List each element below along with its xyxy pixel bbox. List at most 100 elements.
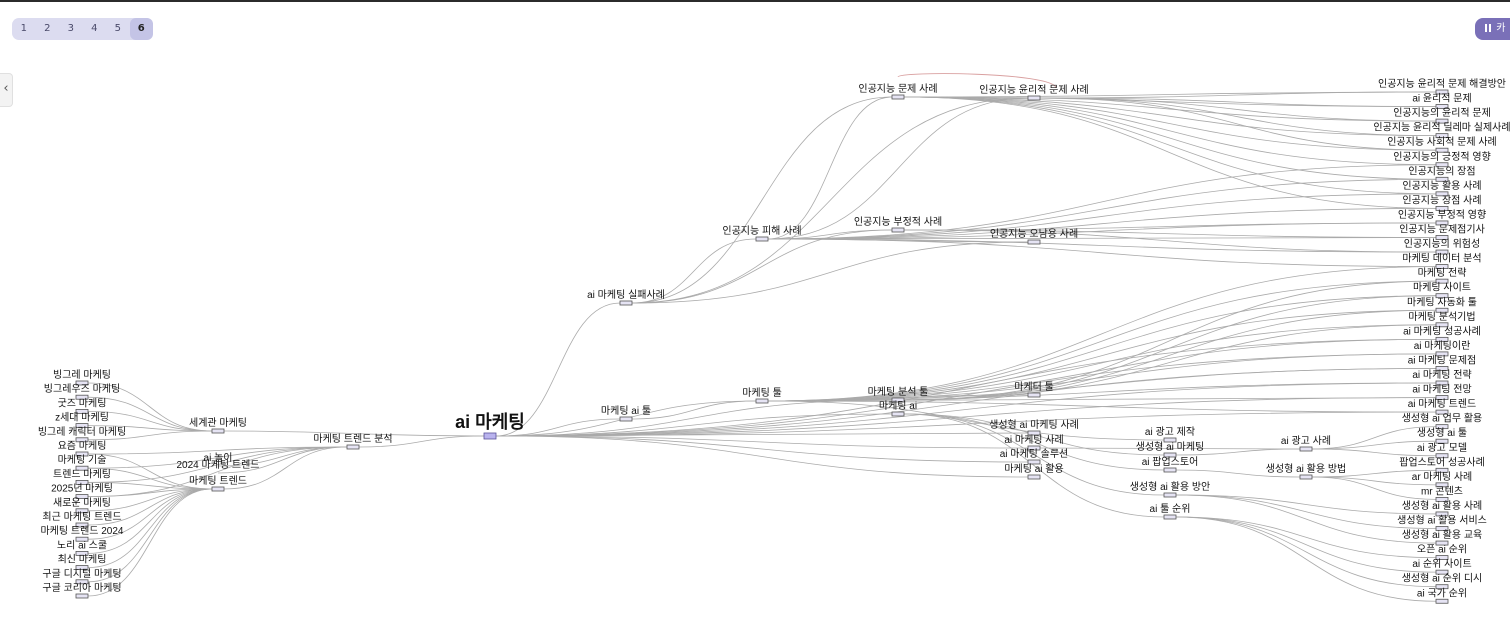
node-R34[interactable]: 생성형 ai 순위 디시 bbox=[1402, 572, 1483, 590]
node-R28[interactable]: mr 콘텐츠 bbox=[1421, 485, 1463, 502]
node-mk_tool[interactable]: 마케팅 툴 bbox=[742, 387, 782, 404]
node-label: 마케팅 ai 툴 bbox=[601, 405, 651, 417]
node-ai_play[interactable]: ai 놀이 bbox=[204, 452, 233, 464]
node-R11[interactable]: 인공지능의 위험성 bbox=[1404, 237, 1480, 255]
node-label: 인공지능 부정적 영향 bbox=[1398, 209, 1486, 221]
link-ethics-R2 bbox=[1039, 97, 1437, 122]
page-5-button[interactable]: 5 bbox=[114, 23, 121, 34]
node-R5[interactable]: 인공지능의 긍정적 영향 bbox=[1393, 151, 1491, 168]
node-R14[interactable]: 마케팅 사이트 bbox=[1413, 282, 1471, 299]
node-gen_plan[interactable]: 생성형 ai 활용 방안 bbox=[1130, 480, 1211, 498]
node-ethics[interactable]: 인공지능 윤리적 문제 사례 bbox=[979, 84, 1089, 101]
node-L15[interactable]: 구글 코리아 마케팅 bbox=[42, 582, 122, 599]
link-L14-mk_trend bbox=[87, 488, 213, 583]
node-L0[interactable]: 빙그레 마케팅 bbox=[53, 369, 111, 386]
node-ai_use[interactable]: 마케팅 ai 활용 bbox=[1004, 462, 1064, 480]
node-R30[interactable]: 생성형 ai 활용 서비스 bbox=[1397, 514, 1487, 531]
node-L11[interactable]: 마케팅 트렌드 2024 bbox=[40, 525, 124, 542]
collapse-panel-button[interactable]: ‹ bbox=[0, 73, 13, 107]
node-R12[interactable]: 마케팅 데이터 분석 bbox=[1402, 253, 1482, 270]
node-R19[interactable]: ai 마케팅 문제점 bbox=[1408, 354, 1477, 371]
node-R6[interactable]: 인공지능의 장점 bbox=[1408, 165, 1476, 182]
node-ai_case[interactable]: ai 마케팅 사례 bbox=[1004, 434, 1064, 451]
node-marker bbox=[75, 508, 89, 514]
node-R3[interactable]: 인공지능 윤리적 딜레마 실제사례 bbox=[1373, 122, 1510, 139]
node-tool_rank[interactable]: ai 툴 순위 bbox=[1150, 502, 1191, 520]
link-mk_ai-popup bbox=[903, 413, 1165, 471]
node-R33[interactable]: ai 순위 사이트 bbox=[1412, 557, 1472, 575]
node-gen_case[interactable]: 생성형 ai 마케팅 사례 bbox=[989, 419, 1079, 436]
node-worldview[interactable]: 세계관 마케팅 bbox=[189, 417, 247, 434]
page-4-button[interactable]: 4 bbox=[91, 23, 98, 34]
node-mk_analysis_tool[interactable]: 마케팅 분석 툴 bbox=[868, 386, 929, 403]
root-node[interactable]: ai 마케팅 bbox=[455, 412, 525, 440]
node-R21[interactable]: ai 마케팅 전망 bbox=[1412, 384, 1472, 400]
node-R31[interactable]: 생성형 ai 활용 교육 bbox=[1402, 528, 1483, 546]
node-R1[interactable]: ai 윤리적 문제 bbox=[1412, 93, 1472, 109]
node-marker bbox=[1435, 118, 1449, 124]
node-mk_ai_tool[interactable]: 마케팅 ai 툴 bbox=[601, 405, 651, 422]
node-L7[interactable]: 트렌드 마케팅 bbox=[53, 468, 111, 485]
node-R23[interactable]: 생성형 ai 업무 활용 bbox=[1402, 412, 1483, 430]
node-R26[interactable]: 팝업스토어 성공사례 bbox=[1399, 455, 1485, 473]
node-mk_trend[interactable]: 마케팅 트렌드 bbox=[189, 475, 247, 492]
link-problem-R1 bbox=[903, 96, 1437, 107]
node-L8[interactable]: 2025년 마케팅 bbox=[51, 483, 113, 500]
node-damage[interactable]: 인공지능 피해 사례 bbox=[722, 224, 802, 242]
page-6-button[interactable]: 6 bbox=[129, 18, 153, 40]
node-L13[interactable]: 최신 마케팅 bbox=[58, 554, 107, 570]
node-R13[interactable]: 마케팅 전략 bbox=[1418, 267, 1467, 284]
node-marketer_tool[interactable]: 마케터 툴 bbox=[1014, 381, 1054, 398]
node-L12[interactable]: 노리 ai 스쿨 bbox=[57, 539, 107, 556]
node-R9[interactable]: 인공지능 부정적 영향 bbox=[1398, 209, 1486, 226]
node-L1[interactable]: 빙그레우즈 마케팅 bbox=[44, 383, 120, 400]
node-R20[interactable]: ai 마케팅 전략 bbox=[1412, 369, 1472, 386]
node-gen_method[interactable]: 생성형 ai 활용 방법 bbox=[1266, 462, 1347, 480]
chevron-left-icon: ‹ bbox=[3, 81, 9, 96]
node-L14[interactable]: 구글 디지털 마케팅 bbox=[42, 568, 122, 585]
node-R7[interactable]: 인공지능 활용 사례 bbox=[1402, 179, 1482, 197]
node-gen_mk[interactable]: 생성형 ai 마케팅 bbox=[1136, 441, 1205, 458]
node-L6[interactable]: 마케팅 기술 bbox=[58, 454, 107, 471]
node-R25[interactable]: ai 광고 모델 bbox=[1417, 442, 1467, 459]
node-L10[interactable]: 최근 마케팅 트렌드 bbox=[42, 511, 122, 528]
node-popup[interactable]: ai 팝업스토어 bbox=[1142, 455, 1199, 473]
node-L4[interactable]: 빙그레 캐릭터 마케팅 bbox=[38, 426, 126, 443]
node-R35[interactable]: ai 국가 순위 bbox=[1417, 586, 1467, 604]
node-R24[interactable]: 생성형 ai 툴 bbox=[1417, 427, 1467, 444]
node-R2[interactable]: 인공지능의 윤리적 문제 bbox=[1393, 107, 1491, 124]
node-misuse[interactable]: 인공지능 오남용 사례 bbox=[990, 228, 1078, 245]
page-1-button[interactable]: 1 bbox=[20, 23, 27, 34]
node-trend_analysis[interactable]: 마케팅 트렌드 분석 bbox=[313, 433, 393, 450]
node-mk_ai[interactable]: 마케팅 ai bbox=[879, 400, 917, 417]
node-R10[interactable]: 인공지능 문제점기사 bbox=[1399, 224, 1485, 240]
node-trend_2024[interactable]: 2024 마케팅 트렌드 bbox=[176, 459, 259, 471]
node-R29[interactable]: 생성형 ai 활용 사례 bbox=[1402, 499, 1483, 517]
page-2-button[interactable]: 2 bbox=[44, 23, 51, 34]
node-L3[interactable]: z세대 마케팅 bbox=[55, 412, 109, 429]
node-failure[interactable]: ai 마케팅 실패사례 bbox=[587, 289, 665, 306]
node-ad_case[interactable]: ai 광고 사례 bbox=[1281, 435, 1331, 452]
node-negative[interactable]: 인공지능 부정적 사례 bbox=[854, 216, 942, 233]
page-3-button[interactable]: 3 bbox=[67, 23, 74, 34]
link-root-ai_use bbox=[495, 435, 1029, 478]
node-R27[interactable]: ar 마케팅 사례 bbox=[1412, 471, 1472, 488]
node-L5[interactable]: 요즘 마케팅 bbox=[58, 440, 107, 457]
node-R18[interactable]: ai 마케팅이란 bbox=[1414, 340, 1471, 357]
node-marker bbox=[1027, 474, 1041, 480]
node-R15[interactable]: 마케팅 자동화 툴 bbox=[1407, 296, 1477, 313]
node-R8[interactable]: 인공지능 장점 사례 bbox=[1402, 194, 1482, 211]
node-L9[interactable]: 새로운 마케팅 bbox=[53, 497, 111, 514]
node-L2[interactable]: 굿즈 마케팅 bbox=[58, 397, 107, 414]
node-R0[interactable]: 인공지능 윤리적 문제 해결방안 bbox=[1378, 77, 1506, 95]
node-R22[interactable]: ai 마케팅 트렌드 bbox=[1408, 398, 1477, 415]
node-ad_make[interactable]: ai 광고 제작 bbox=[1145, 426, 1195, 443]
node-R32[interactable]: 오픈 ai 순위 bbox=[1417, 543, 1467, 560]
link-damage-problem bbox=[767, 96, 893, 240]
node-problem[interactable]: 인공지능 문제 사례 bbox=[858, 83, 938, 100]
node-ai_solution[interactable]: ai 마케팅 솔루션 bbox=[1000, 448, 1069, 465]
node-R16[interactable]: 마케팅 분석기법 bbox=[1408, 311, 1476, 328]
node-R17[interactable]: ai 마케팅 성공사례 bbox=[1403, 325, 1481, 342]
right-toggle-button[interactable]: 카 bbox=[1475, 18, 1510, 40]
node-R4[interactable]: 인공지능 사회적 문제 사례 bbox=[1387, 136, 1497, 153]
